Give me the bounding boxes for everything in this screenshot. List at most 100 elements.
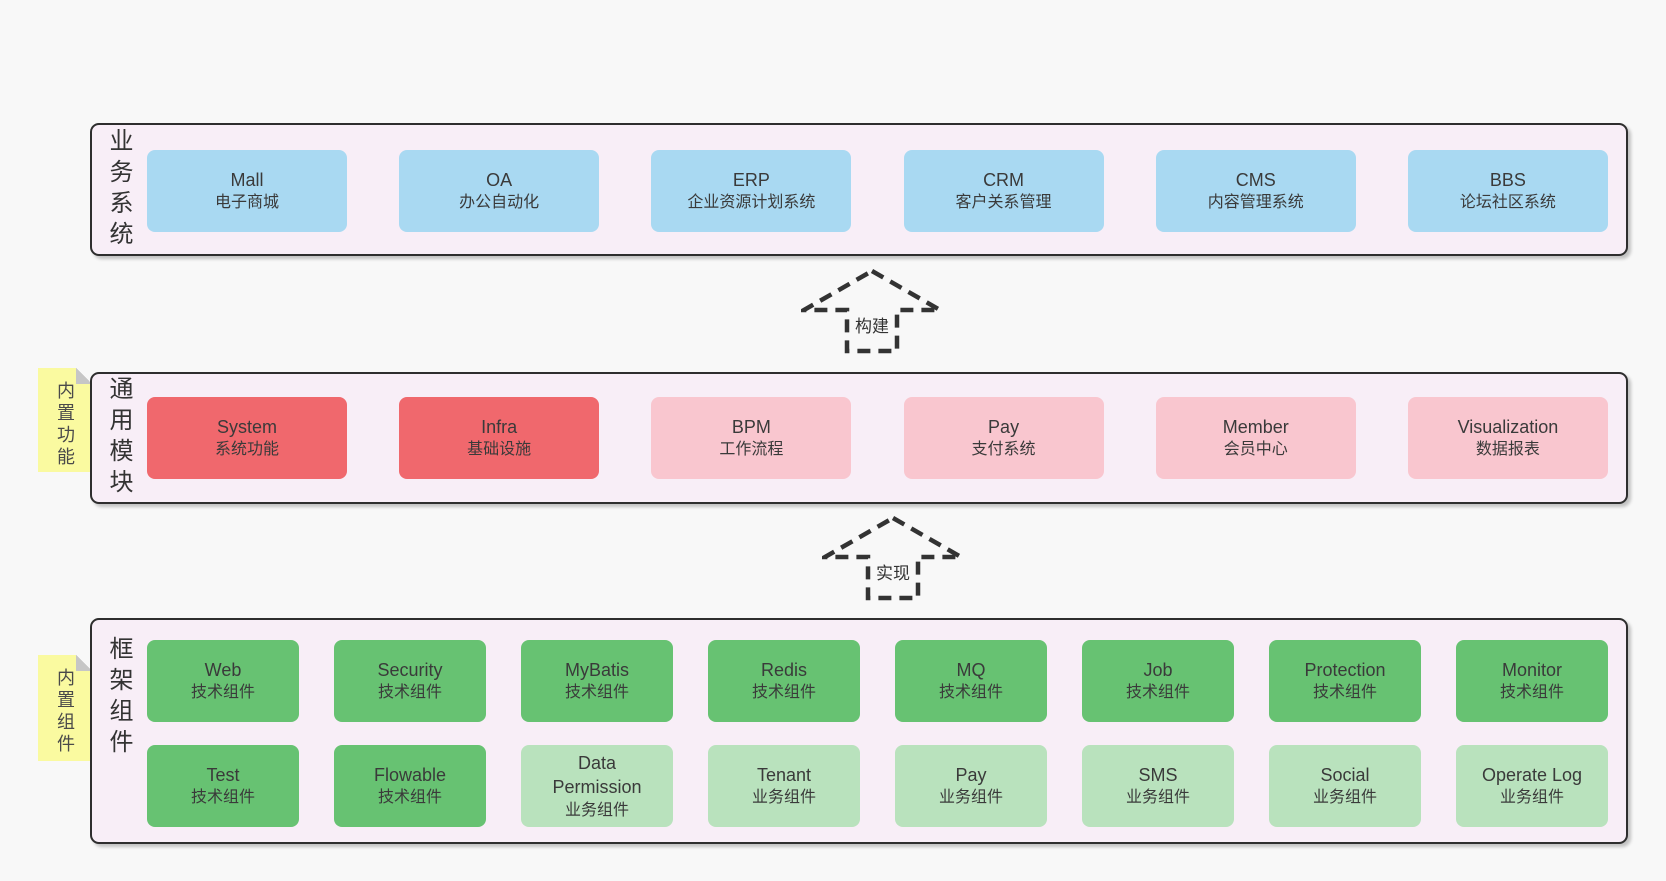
box-subtitle: 系统功能	[214, 441, 279, 459]
box-subtitle: 会员中心	[1223, 441, 1288, 459]
box-title: Security	[377, 660, 443, 681]
box-subtitle: 客户关系管理	[955, 194, 1052, 212]
arrow-build-label: 构建	[853, 312, 891, 337]
box-subtitle: 技术组件	[377, 789, 442, 807]
box-tenant: Tenant 业务组件	[708, 745, 860, 827]
box-title: ERP	[732, 170, 770, 191]
block-arrow-up-icon	[822, 515, 964, 601]
box-title: Mall	[230, 170, 264, 191]
box-redis: Redis 技术组件	[708, 640, 860, 722]
box-subtitle: 技术组件	[1312, 684, 1377, 702]
box-web: Web 技术组件	[147, 640, 299, 722]
box-subtitle: 业务组件	[938, 789, 1003, 807]
box-title: Operate Log	[1481, 765, 1583, 786]
box-cms: CMS 内容管理系统	[1155, 150, 1356, 232]
band-label-business-systems: 业务系统	[105, 127, 132, 252]
box-subtitle: 技术组件	[751, 684, 816, 702]
box-sms: SMS 业务组件	[1082, 745, 1234, 827]
arrow-implement-label: 实现	[874, 559, 912, 584]
box-subtitle: 技术组件	[1125, 684, 1190, 702]
box-bbs: BBS 论坛社区系统	[1407, 150, 1608, 232]
block-arrow-up-icon	[801, 268, 943, 354]
box-erp: ERP 企业资源计划系统	[651, 150, 852, 232]
box-subtitle: 技术组件	[564, 684, 629, 702]
box-test: Test 技术组件	[147, 745, 299, 827]
box-pay: Pay 支付系统	[903, 397, 1104, 479]
box-subtitle: 技术组件	[190, 684, 255, 702]
box-subtitle: 技术组件	[190, 789, 255, 807]
components-box-row-2: Test 技术组件 Flowable 技术组件 Data Permission …	[147, 745, 1608, 827]
box-title: Pay	[955, 765, 987, 786]
box-subtitle: 业务组件	[1125, 789, 1190, 807]
box-visualization: Visualization 数据报表	[1407, 397, 1608, 479]
arrow-build: 构建	[801, 268, 943, 354]
box-title: OA	[486, 170, 513, 191]
box-subtitle: 业务组件	[564, 801, 629, 819]
box-title: Flowable	[373, 765, 447, 786]
box-title: Social	[1320, 765, 1370, 786]
box-subtitle: 业务组件	[751, 789, 816, 807]
sticky-note-label: 内置功能	[55, 381, 75, 469]
box-flowable: Flowable 技术组件	[334, 745, 486, 827]
box-oa: OA 办公自动化	[399, 150, 600, 232]
box-title: Protection	[1304, 660, 1386, 681]
box-subtitle: 论坛社区系统	[1459, 194, 1556, 212]
box-subtitle: 内容管理系统	[1207, 194, 1304, 212]
band-label-framework-components: 框架组件	[105, 636, 132, 760]
box-subtitle: 支付系统	[971, 441, 1036, 459]
box-title: BBS	[1489, 170, 1526, 191]
box-subtitle: 技术组件	[377, 684, 442, 702]
box-title: Member	[1222, 417, 1289, 438]
box-subtitle: 办公自动化	[459, 194, 540, 212]
box-subtitle: 基础设施	[467, 441, 532, 459]
box-title: MQ	[956, 660, 986, 681]
band-label-common-modules: 通用模块	[105, 376, 132, 500]
box-bpm: BPM 工作流程	[651, 397, 852, 479]
box-title: MyBatis	[564, 660, 629, 681]
box-title: Web	[204, 660, 242, 681]
box-member: Member 会员中心	[1155, 397, 1356, 479]
box-title: Test	[206, 765, 240, 786]
box-subtitle: 技术组件	[938, 684, 1003, 702]
box-title: Visualization	[1457, 417, 1559, 438]
box-job: Job 技术组件	[1082, 640, 1234, 722]
arrow-implement: 实现	[822, 515, 964, 601]
band-common-modules: 通用模块 System 系统功能 Infra 基础设施 BPM 工作流程 Pay…	[90, 372, 1628, 504]
box-subtitle: 技术组件	[1499, 684, 1564, 702]
box-infra: Infra 基础设施	[399, 397, 600, 479]
sticky-note-builtin-components: 内置组件	[38, 655, 92, 761]
box-title: Tenant	[756, 765, 812, 786]
box-title: BPM	[731, 417, 771, 438]
band-framework-components: 框架组件 Web 技术组件 Security 技术组件 MyBatis 技术组件…	[90, 618, 1628, 844]
modules-box-row: System 系统功能 Infra 基础设施 BPM 工作流程 Pay 支付系统…	[147, 397, 1608, 479]
box-mybatis: MyBatis 技术组件	[521, 640, 673, 722]
band-business-systems: 业务系统 Mall 电子商城 OA 办公自动化 ERP 企业资源计划系统 CRM…	[90, 123, 1628, 256]
box-title: Pay	[988, 417, 1020, 438]
box-title: CRM	[983, 170, 1025, 191]
box-title: Infra	[481, 417, 518, 438]
box-title: SMS	[1138, 765, 1178, 786]
box-title: CMS	[1235, 170, 1276, 191]
box-subtitle: 数据报表	[1475, 441, 1540, 459]
box-title: Data Permission	[552, 752, 642, 798]
box-crm: CRM 客户关系管理	[903, 150, 1104, 232]
box-title: System	[216, 417, 277, 438]
box-title: Monitor	[1501, 660, 1563, 681]
business-box-row: Mall 电子商城 OA 办公自动化 ERP 企业资源计划系统 CRM 客户关系…	[147, 150, 1608, 232]
box-security: Security 技术组件	[334, 640, 486, 722]
box-pay-biz: Pay 业务组件	[895, 745, 1047, 827]
sticky-note-label: 内置组件	[55, 668, 75, 756]
box-subtitle: 业务组件	[1312, 789, 1377, 807]
box-mq: MQ 技术组件	[895, 640, 1047, 722]
box-title: Job	[1143, 660, 1173, 681]
sticky-note-builtin-features: 内置功能	[38, 368, 92, 472]
box-operate-log: Operate Log 业务组件	[1456, 745, 1608, 827]
box-subtitle: 企业资源计划系统	[687, 194, 816, 212]
box-mall: Mall 电子商城	[147, 150, 347, 232]
box-data-permission: Data Permission 业务组件	[521, 745, 673, 827]
box-subtitle: 工作流程	[719, 441, 784, 459]
box-subtitle: 业务组件	[1499, 789, 1564, 807]
sticky-fold-corner	[76, 655, 92, 671]
components-box-row-1: Web 技术组件 Security 技术组件 MyBatis 技术组件 Redi…	[147, 640, 1608, 722]
box-title: Redis	[760, 660, 808, 681]
